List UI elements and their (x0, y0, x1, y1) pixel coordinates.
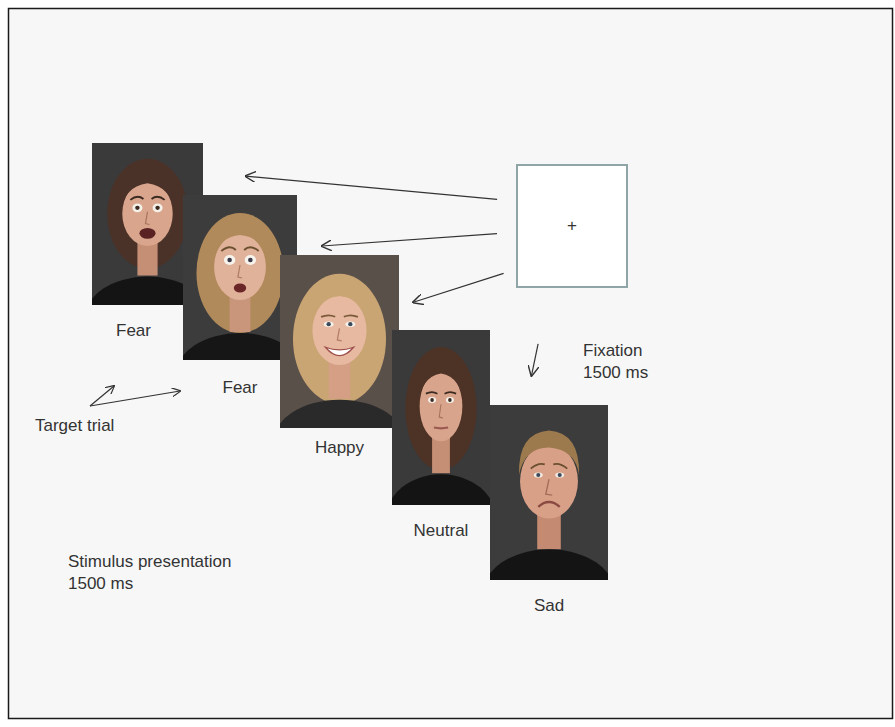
face-stimulus: Sad (490, 405, 608, 616)
annotation-label: Target trial (35, 415, 165, 437)
annotation-label: Stimulus presentation 1500 ms (68, 551, 243, 595)
emotion-label: Sad (490, 596, 608, 616)
neutral-face-photo (386, 330, 496, 563)
emotion-label: Happy (280, 438, 399, 458)
sad-face-photo (482, 405, 615, 638)
annotation-label: Fixation 1500 ms (583, 340, 663, 384)
happy-face-photo (272, 255, 406, 488)
face-stimulus: Neutral (392, 330, 490, 541)
emotion-label: Fear (78, 321, 189, 341)
fixation-arrow (413, 273, 503, 302)
leader-line (90, 391, 180, 406)
emotion-label: Fear (183, 378, 297, 398)
fixation-cross: + (567, 216, 577, 236)
fixation-box: + (516, 164, 628, 288)
face-stimulus: Fear (183, 195, 297, 398)
fixation-arrow (246, 176, 497, 199)
emotion-label: Neutral (392, 521, 490, 541)
face-stimulus: Happy (280, 255, 399, 458)
fixation-arrow (532, 344, 539, 376)
fixation-arrow (322, 234, 497, 246)
frame-border (9, 9, 893, 719)
face-stimulus: Fear (92, 143, 203, 341)
